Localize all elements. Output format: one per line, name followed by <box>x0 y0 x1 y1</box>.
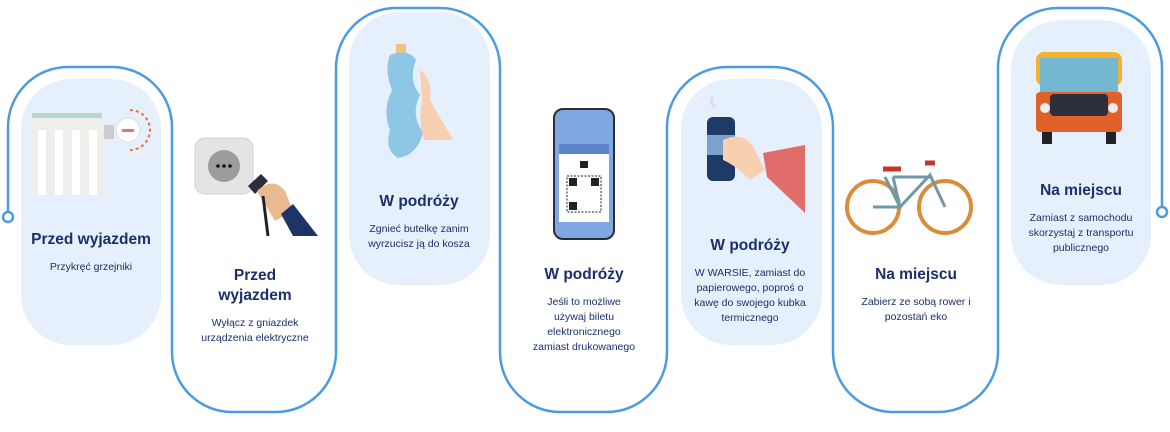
step-title: Na miejscu <box>1040 182 1122 199</box>
step-text: W WARSIE, zamiast do papierowego, poproś… <box>694 267 806 324</box>
step-text: Jeśli to możliwe używaj biletu elektroni… <box>532 296 636 353</box>
step-5: W podróży W WARSIE, zamiast do papierowe… <box>668 236 832 326</box>
phone-ticket-icon <box>553 108 615 240</box>
bus-icon <box>1036 52 1122 144</box>
step-2: Przed wyjazdem Wyłącz z gniazdek urządze… <box>173 266 337 346</box>
step-text: Wyłącz z gniazdek urządzenia elektryczne <box>201 317 309 344</box>
step-title: Na miejscu <box>875 266 957 283</box>
step-title: W podróży <box>710 237 790 254</box>
step-title: Przed wyjazdem <box>31 231 151 248</box>
step-text: Zamiast z samochodu skorzystaj z transpo… <box>1028 212 1134 254</box>
step-title: Przed wyjazdem <box>218 267 292 304</box>
radiator-icon <box>32 109 151 195</box>
step-text: Przykręć grzejniki <box>49 261 133 273</box>
step-4: W podróży Jeśli to możliwe używaj biletu… <box>502 265 666 355</box>
card-bg-3 <box>349 12 490 285</box>
step-title: W podróży <box>544 266 624 283</box>
step-text: Zgnieć butelkę zanim wyrzucisz ją do kos… <box>368 223 470 250</box>
card-bg-5 <box>681 79 822 345</box>
step-text: Zabierz ze sobą rower i pozostań eko <box>861 296 971 323</box>
bicycle-icon <box>845 160 973 235</box>
crushed-bottle-icon <box>386 44 453 158</box>
end-node <box>1155 205 1169 219</box>
step-6: Na miejscu Zabierz ze sobą rower i pozos… <box>834 265 998 325</box>
thermal-mug-icon <box>707 96 805 213</box>
step-1: Przed wyjazdem Przykręć grzejniki <box>9 230 173 275</box>
socket-plug-icon <box>194 137 318 237</box>
step-3: W podróży Zgnieć butelkę zanim wyrzucisz… <box>337 192 501 252</box>
step-title: W podróży <box>379 193 459 210</box>
start-node <box>1 210 15 224</box>
step-7: Na miejscu Zamiast z samochodu skorzysta… <box>999 181 1163 256</box>
